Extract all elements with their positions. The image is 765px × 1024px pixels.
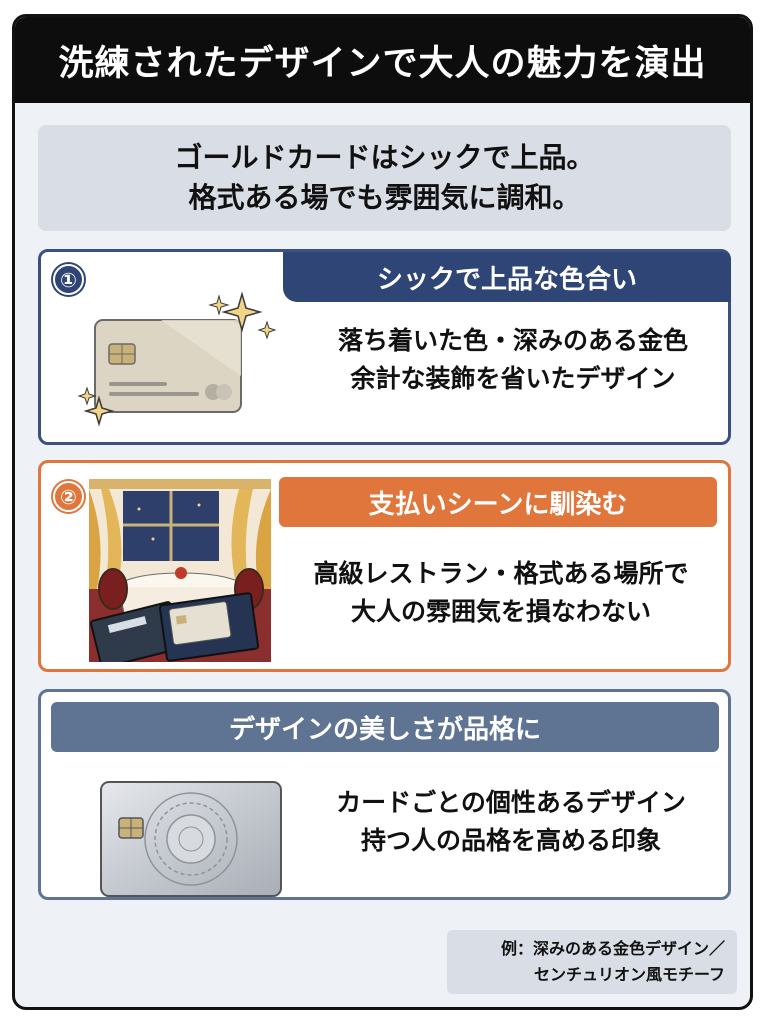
restaurant-icon <box>89 479 271 662</box>
section-line-1: 高級レストラン・格式ある場所で <box>313 559 689 588</box>
summary-line-2: 格式ある場でも雰囲気に調和。 <box>188 181 581 214</box>
summary-box: ゴールドカードはシックで上品。 格式ある場でも雰囲気に調和。 <box>38 125 731 231</box>
section-body: カードごとの個性あるデザイン 持つ人の品格を高める印象 <box>301 784 721 860</box>
section-line-2: 持つ人の品格を高める印象 <box>360 826 661 855</box>
section-line-1: カードごとの個性あるデザイン <box>336 788 686 817</box>
section-line-2: 大人の雰囲気を損なわない <box>350 597 651 626</box>
section-heading: 支払いシーンに馴染む <box>279 477 717 527</box>
section-line-1: 落ち着いた色・深みのある金色 <box>337 326 688 355</box>
section-heading: デザインの美しさが品格に <box>51 702 719 752</box>
note-line-2: センチュリオン風モチーフ <box>533 965 725 984</box>
section-body: 高級レストラン・格式ある場所で 大人の雰囲気を損なわない <box>281 555 721 631</box>
example-note: 例：深みのある金色デザイン／ センチュリオン風モチーフ <box>447 930 737 994</box>
section-chic-colors: ① シックで上品な色合い 落ち着いた色・深みのある金色 余計な装飾を省いたデザイ… <box>38 249 731 445</box>
page-title: 洗練されたデザインで大人の魅力を演出 <box>15 17 750 103</box>
section-number: ② <box>53 481 84 512</box>
gold-card-icon <box>77 291 277 427</box>
section-line-2: 余計な装飾を省いたデザイン <box>350 364 676 393</box>
summary-line-1: ゴールドカードはシックで上品。 <box>174 141 595 174</box>
silver-card-icon <box>100 781 282 897</box>
note-line-1: 例：深みのある金色デザイン／ <box>500 939 725 958</box>
infographic-frame: 洗練されたデザインで大人の魅力を演出 ゴールドカードはシックで上品。 格式ある場… <box>12 14 753 1010</box>
section-body: 落ち着いた色・深みのある金色 余計な装飾を省いたデザイン <box>303 322 723 398</box>
section-payment-scene: ② 支払いシーンに馴染む 高級レストラン・格式ある場所で <box>38 460 731 672</box>
section-number: ① <box>53 264 84 295</box>
section-heading: シックで上品な色合い <box>283 252 731 302</box>
section-design-beauty: ③ デザインの美しさが品格に カードごとの個性あるデザイン 持つ人の品格を高める… <box>38 689 731 900</box>
